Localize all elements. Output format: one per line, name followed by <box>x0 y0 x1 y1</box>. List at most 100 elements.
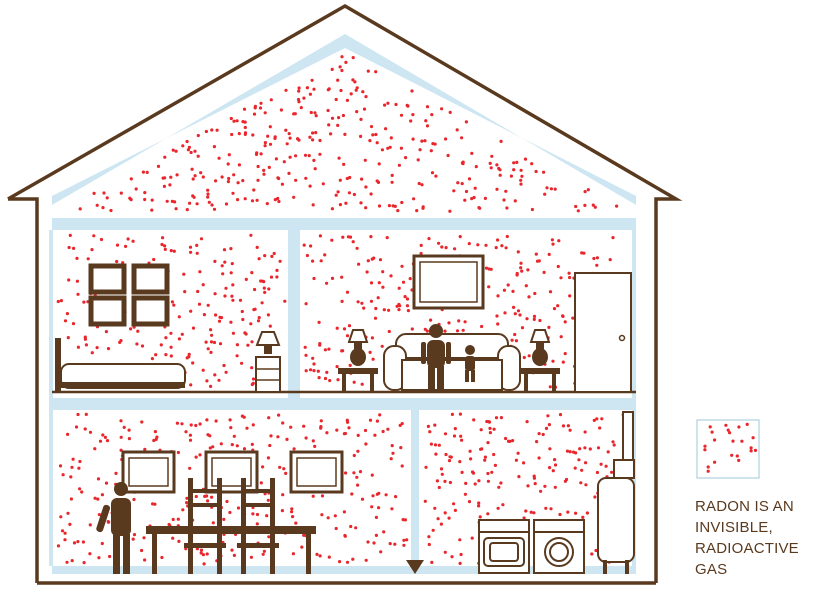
radon-dot <box>525 317 529 321</box>
radon-dot <box>527 295 531 299</box>
radon-dot <box>611 440 615 444</box>
radon-dot <box>152 438 156 443</box>
radon-dot <box>269 275 274 279</box>
radon-dot <box>443 479 447 483</box>
radon-dot <box>100 493 104 497</box>
radon-dot <box>706 469 710 473</box>
radon-dot <box>400 264 404 268</box>
sofa <box>383 333 521 391</box>
radon-dot <box>346 235 350 239</box>
radon-dot <box>543 484 547 488</box>
radon-dot <box>523 157 528 161</box>
radon-dot <box>189 150 193 155</box>
radon-dot <box>252 112 257 116</box>
radon-dot <box>302 424 306 428</box>
radon-dot <box>250 340 254 344</box>
washer <box>478 519 530 574</box>
radon-dot <box>455 329 460 333</box>
radon-dot <box>558 413 563 417</box>
radon-dot <box>335 428 339 432</box>
radon-dot <box>188 433 192 437</box>
radon-dot <box>283 299 287 303</box>
radon-dot <box>229 271 233 275</box>
upper-divider-wall <box>288 230 300 398</box>
radon-dot <box>566 510 570 514</box>
radon-dot <box>388 542 392 546</box>
radon-dot <box>294 521 298 525</box>
radon-dot <box>323 376 328 381</box>
radon-dot <box>579 481 583 485</box>
radon-dot <box>217 156 221 160</box>
radon-dot <box>345 334 350 338</box>
radon-dot <box>204 129 208 134</box>
radon-dot <box>311 494 315 498</box>
radon-dot <box>189 309 193 313</box>
radon-dot <box>317 376 321 380</box>
radon-dot <box>369 299 374 303</box>
radon-dot <box>368 418 373 422</box>
radon-dot <box>371 357 375 361</box>
radon-dot <box>127 437 131 441</box>
radon-dot <box>464 120 468 124</box>
radon-dot <box>458 460 462 464</box>
radon-dot <box>547 252 551 256</box>
radon-dot <box>194 455 198 459</box>
radon-dot <box>242 447 247 451</box>
radon-dot <box>347 426 351 430</box>
radon-dot <box>304 369 308 373</box>
radon-dot <box>345 98 349 102</box>
radon-dot <box>169 331 173 335</box>
radon-dot <box>66 432 70 436</box>
radon-dot <box>288 155 292 159</box>
radon-dot <box>226 180 230 184</box>
radon-dot <box>410 327 414 331</box>
radon-dot <box>514 458 519 462</box>
radon-dot <box>242 107 247 111</box>
radon-dot <box>182 272 186 276</box>
radon-dot <box>315 552 319 557</box>
ceiling-bands <box>49 34 636 574</box>
radon-dot <box>101 433 105 437</box>
radon-dot <box>377 204 382 208</box>
radon-dot <box>105 196 109 200</box>
radon-dot <box>267 416 271 420</box>
radon-dot <box>194 494 198 499</box>
radon-dot <box>227 153 231 157</box>
radon-dot <box>296 137 300 141</box>
radon-dot <box>703 448 707 452</box>
radon-dot <box>173 200 177 204</box>
radon-dot <box>592 256 596 261</box>
radon-dot <box>377 506 381 510</box>
radon-dot <box>263 111 267 115</box>
radon-dot <box>426 424 430 428</box>
radon-dot <box>369 192 373 196</box>
radon-dot <box>480 324 484 329</box>
radon-dot <box>411 137 415 141</box>
radon-dot <box>66 336 70 340</box>
radon-dot <box>588 447 592 451</box>
radon-dot <box>354 88 358 92</box>
radon-dot <box>730 453 734 457</box>
radon-dot <box>364 558 368 562</box>
radon-dot <box>81 540 85 544</box>
radon-dot <box>611 236 615 240</box>
radon-dot <box>250 271 254 275</box>
radon-dot <box>544 506 548 510</box>
radon-dot <box>311 203 315 207</box>
radon-dot <box>547 423 552 427</box>
radon-dot <box>532 317 536 321</box>
radon-dot <box>78 459 82 464</box>
radon-dot <box>95 346 99 350</box>
radon-dot <box>341 235 345 239</box>
radon-dot <box>336 78 340 82</box>
radon-dot <box>452 434 457 438</box>
radon-dot <box>495 187 499 191</box>
radon-dot <box>425 124 430 128</box>
radon-dot <box>235 343 239 347</box>
radon-dot <box>470 151 474 155</box>
radon-dot <box>595 470 600 475</box>
radon-dot <box>340 349 344 353</box>
legend-line: GAS <box>695 561 728 578</box>
radon-dot <box>552 307 557 311</box>
radon-dot <box>198 453 202 457</box>
